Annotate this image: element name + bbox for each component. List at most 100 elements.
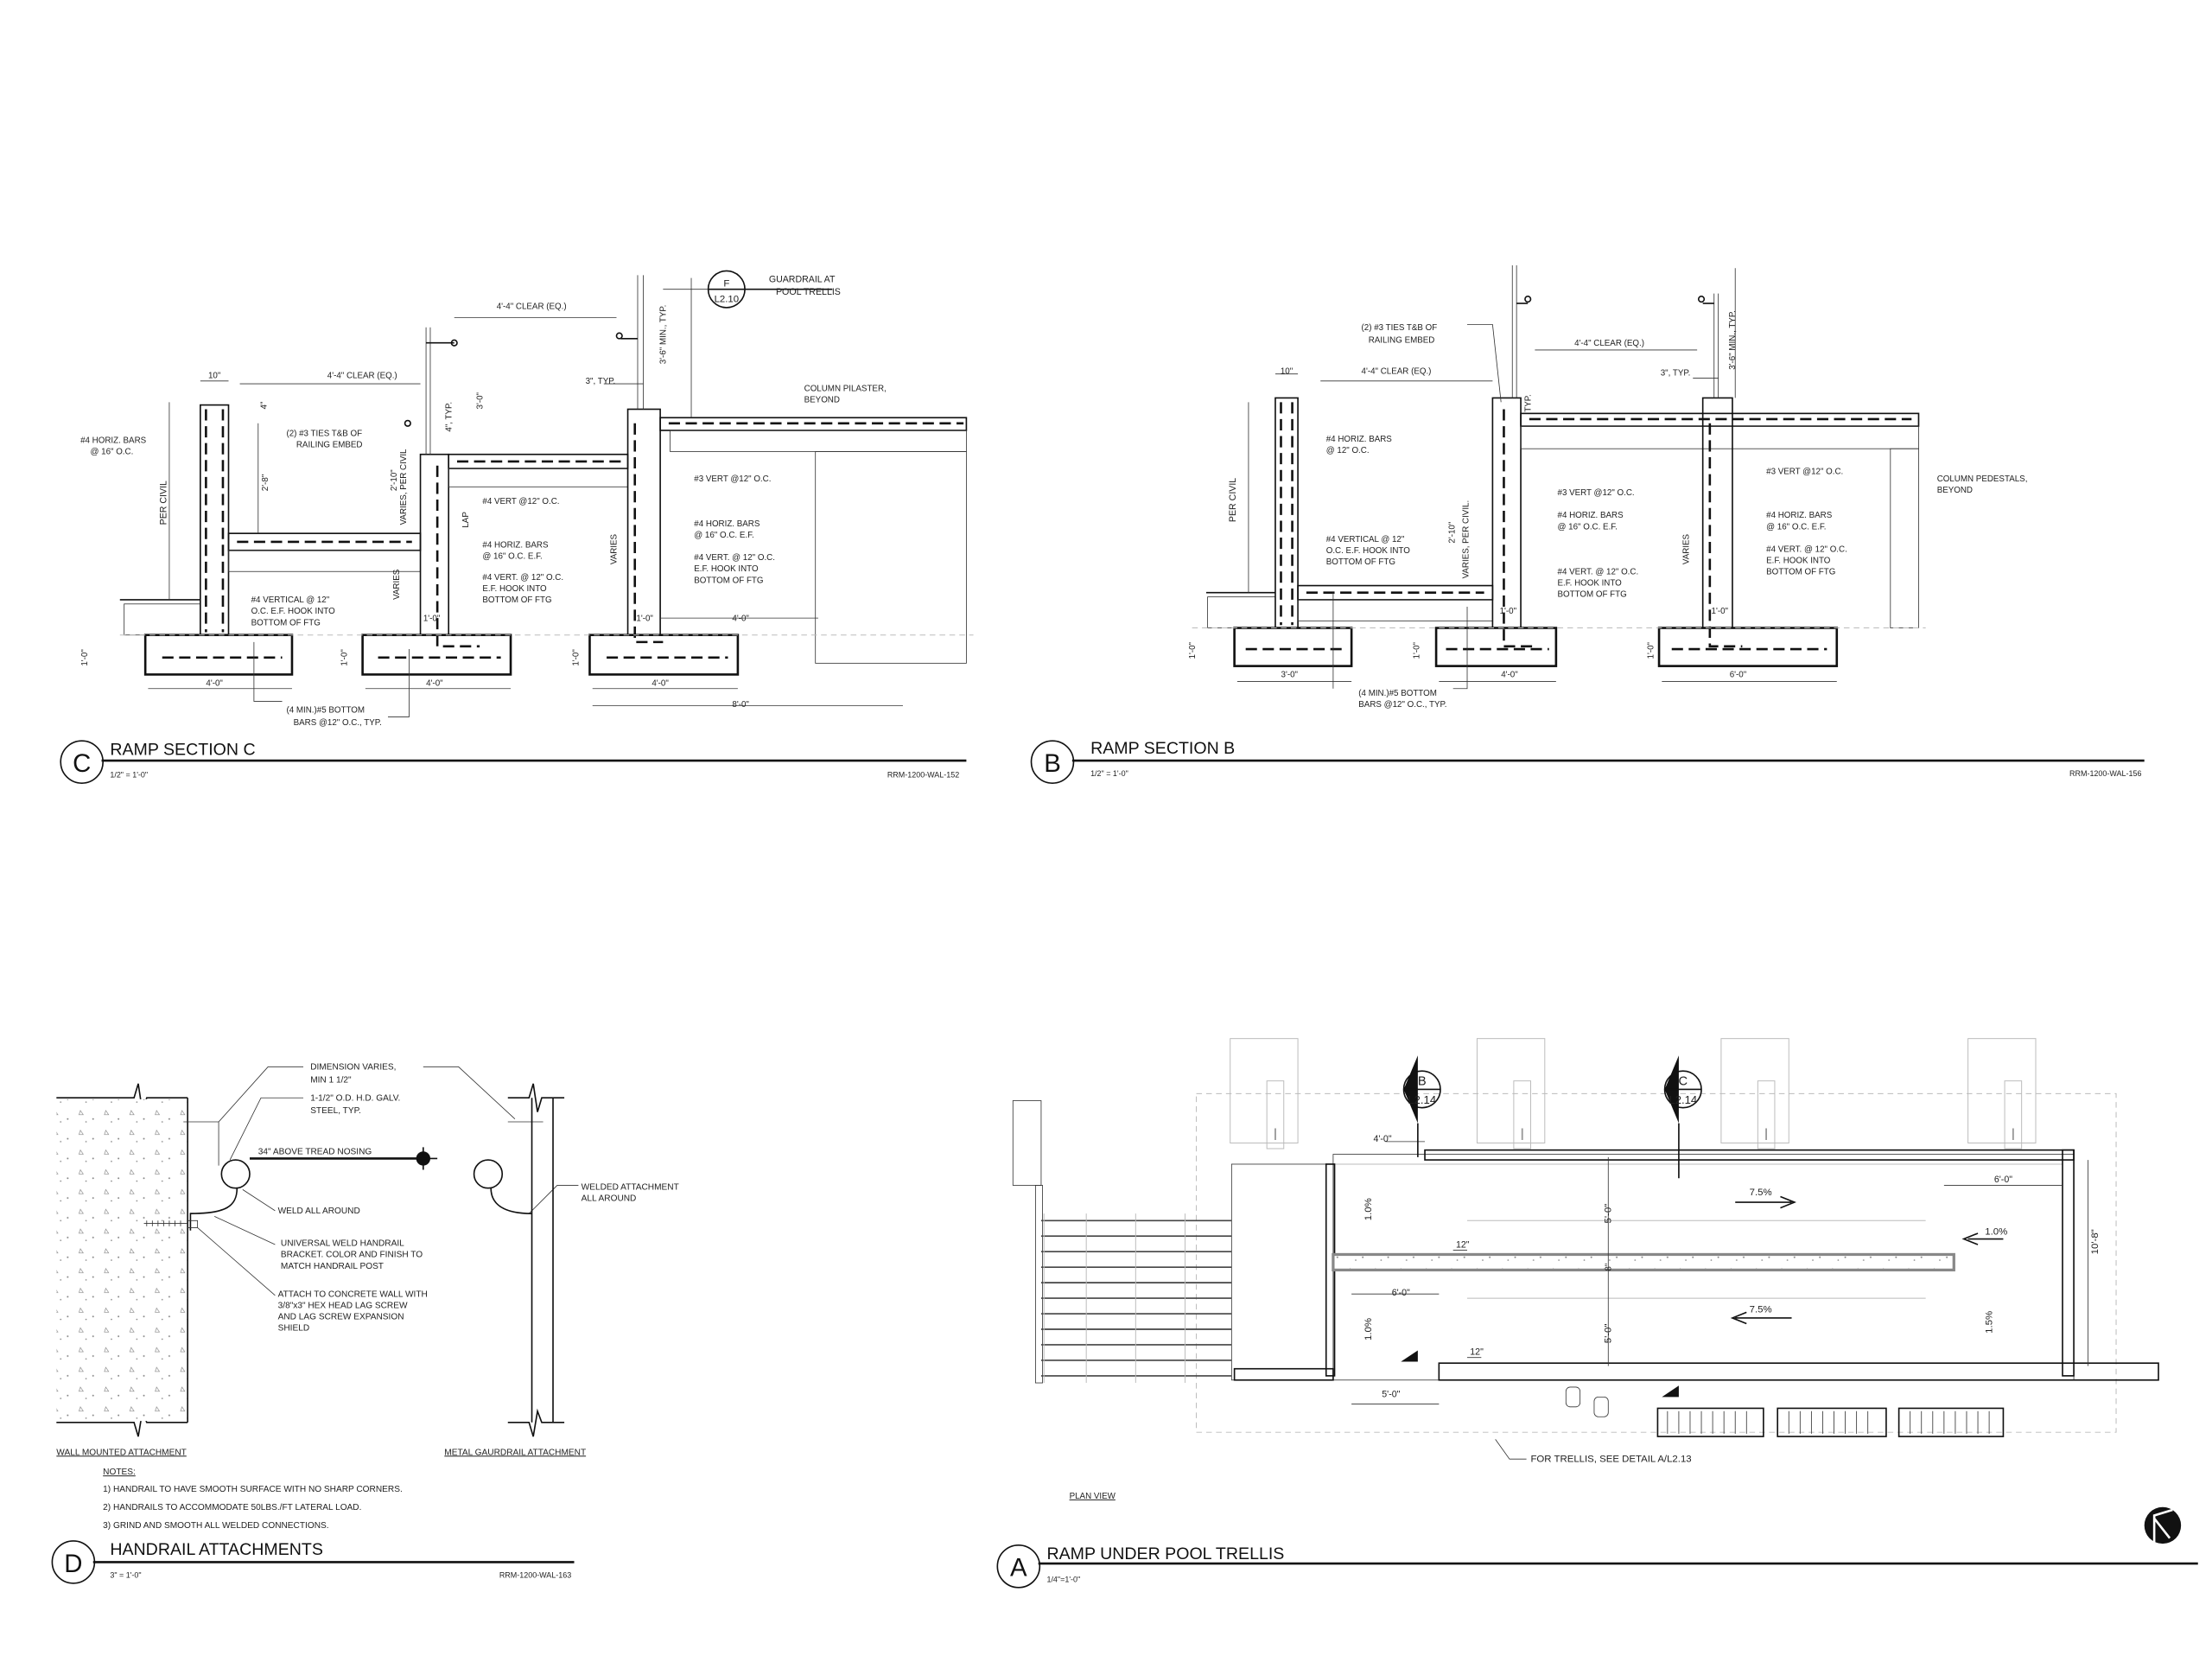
section-b-drawing	[1192, 264, 1926, 690]
section-c-labels-ties-1-label: (2) #3 TIES T&B OF	[286, 430, 362, 439]
section-c-labels-clear-high-label: 4'-4" CLEAR (EQ.)	[497, 302, 567, 312]
section-b-labels-mid-vert-3-label: BOTTOM OF FTG	[1558, 590, 1627, 600]
section-c-labels-varies-right-label: VARIES	[609, 533, 619, 564]
section-b-labels-mid-vert-1-label: #4 VERT. @ 12" O.C.	[1558, 568, 1639, 577]
section-c-labels-r-vert3-label: #3 VERT @12" O.C.	[694, 474, 771, 484]
section-c-labels-r-horiz-1-label: #4 HORIZ. BARS	[694, 519, 760, 529]
section-c-labels-dim-2-8-label: 2'-8"	[261, 474, 270, 491]
section-d-notes-title-label: NOTES:	[103, 1468, 136, 1477]
section-b-labels-mid-vert3-label: #3 VERT @12" O.C.	[1558, 488, 1635, 498]
section-b-labels-min-3-6-label: 3'-6" MIN., TYP.	[1728, 310, 1738, 370]
section-a-labels-slope-1-0-left-top-label: 1.0%	[1363, 1198, 1374, 1220]
section-b-labels-mid-1-0-label: 1'-0"	[1500, 607, 1517, 616]
section-b-labels-ftg-w-3-label: 6'-0"	[1730, 671, 1747, 680]
section-c-labels-r-vert-2-label: E.F. HOOK INTO	[694, 564, 759, 574]
section-b-labels-typ-3-label: 3", TYP.	[1661, 368, 1691, 378]
section-d-labels-weld-all-label: WELD ALL AROUND	[278, 1207, 360, 1216]
section-c-labels-dim-4-typ-label: 4", TYP.	[444, 402, 454, 432]
section-b-labels-per-civil-label: PER CIVIL	[1228, 478, 1238, 522]
section-d-labels-above-nosing-label: 34" ABOVE TREAD NOSING	[258, 1148, 372, 1157]
section-c-labels-ftg-w-1-label: 4'-0"	[206, 678, 223, 688]
section-b-marker: B	[1044, 749, 1061, 778]
section-d-scale: 3" = 1'-0"	[110, 1570, 141, 1579]
section-c-code: RRM-1200-WAL-152	[887, 771, 959, 780]
section-c-labels-left-vert-2-label: O.C. E.F. HOOK INTO	[251, 607, 335, 616]
section-a-scale: 1/4"=1'-0"	[1046, 1575, 1080, 1583]
section-a-labels-dim-5-0-bot-label: 5'-0"	[1604, 1324, 1614, 1344]
section-c-labels-mid-horiz-2-label: @ 16" O.C. E.F.	[482, 552, 542, 562]
section-d-labels-od-2-label: STEEL, TYP.	[310, 1106, 361, 1116]
section-a-plan-view-label: PLAN VIEW	[1070, 1492, 1116, 1501]
section-b-labels-varies-right-label: VARIES	[1681, 533, 1691, 564]
section-b-labels-r-vert-1-label: #4 VERT. @ 12" O.C.	[1766, 544, 1847, 554]
section-b-labels-left-vert-3-label: BOTTOM OF FTG	[1326, 557, 1395, 567]
section-c-labels-ftg-h-1-label: 1'-0"	[80, 649, 90, 666]
section-c-labels-guardrail-2-label: POOL TRELLIS	[776, 287, 841, 297]
section-c-labels-mid-1-0-label: 1'-0"	[423, 614, 441, 623]
section-a-labels-slope-bottom-label: 7.5%	[1750, 1304, 1772, 1315]
section-a-labels-dim-5-0-left-label: 5'-0"	[1382, 1389, 1400, 1399]
section-c-labels-dim-3-0-label: 3'-0"	[475, 392, 485, 409]
section-c-labels-mid-vert2-3-label: BOTTOM OF FTG	[482, 595, 551, 605]
section-c-labels-r-vert-3-label: BOTTOM OF FTG	[694, 576, 763, 585]
section-b-labels-horiz-2-label: @ 12" O.C.	[1326, 446, 1370, 455]
section-d-labels-wall-mounted-label: WALL MOUNTED ATTACHMENT	[56, 1448, 187, 1457]
section-d-labels-bracket-1-label: UNIVERSAL WELD HANDRAIL	[281, 1239, 404, 1249]
section-c-labels-min-3-6-label: 3'-6" MIN., TYP.	[659, 305, 669, 365]
section-b-scale: 1/2" = 1'-0"	[1090, 769, 1128, 778]
section-c-labels-dim-4-label: 4"	[260, 401, 270, 409]
section-b-labels-mid-horiz-1-label: #4 HORIZ. BARS	[1558, 511, 1624, 520]
trellis-post-mark: I	[1520, 1125, 1524, 1144]
section-a-labels-dim-8-label: 8"	[1605, 1263, 1614, 1270]
section-a-labels-dim-6-0-top-label: 6'-0"	[1994, 1175, 2012, 1185]
section-c-labels-mid-vert2-2-label: E.F. HOOK INTO	[482, 584, 547, 594]
section-c-scale: 1/2" = 1'-0"	[110, 771, 148, 780]
section-d-labels-dim-varies-1-label: DIMENSION VARIES,	[310, 1063, 396, 1073]
section-b-labels-r-vert-3-label: BOTTOM OF FTG	[1766, 568, 1835, 577]
title-block-c: C RAMP SECTION C 1/2" = 1'-0" RRM-1200-W…	[60, 740, 967, 784]
section-b-labels-left-vert-1-label: #4 VERTICAL @ 12"	[1326, 535, 1405, 544]
section-d-labels-attach-4-label: SHIELD	[278, 1324, 310, 1334]
section-a-cut-c-letter-label: C	[1679, 1075, 1688, 1089]
section-c-labels-ftg-w-3-label: 4'-0"	[652, 678, 669, 688]
section-b-labels-left-vert-2-label: O.C. E.F. HOOK INTO	[1326, 546, 1410, 556]
title-block-a: A RAMP UNDER POOL TRELLIS 1/4"=1'-0"	[996, 1544, 2198, 1589]
section-a-marker: A	[1010, 1554, 1027, 1582]
section-b-labels-mid-horiz-2-label: @ 16" O.C. E.F.	[1558, 522, 1618, 532]
section-a-labels-dim-6-0-left-label: 6'-0"	[1392, 1288, 1410, 1298]
section-d-notes-2-label: 3) GRIND AND SMOOTH ALL WELDED CONNECTIO…	[103, 1521, 328, 1531]
section-b-labels-r-vert-2-label: E.F. HOOK INTO	[1766, 556, 1831, 565]
section-c-labels-bottom-1-label: (4 MIN.)#5 BOTTOM	[286, 706, 365, 716]
section-b-labels-clear-high-label: 4'-4" CLEAR (EQ.)	[1574, 339, 1644, 348]
section-c-labels-r-vert-1-label: #4 VERT. @ 12" O.C.	[694, 553, 775, 563]
trellis-post-mark: I	[1273, 1125, 1277, 1144]
section-c-labels-left-vert-3-label: BOTTOM OF FTG	[251, 618, 321, 627]
section-c-labels-right-4-0-top-label: 4'-0"	[732, 614, 749, 623]
title-block-d: D HANDRAIL ATTACHMENTS 3" = 1'-0" RRM-12…	[51, 1540, 575, 1584]
section-c-labels-pilaster-1-label: COLUMN PILASTER,	[804, 384, 887, 393]
section-c-labels-pilaster-2-label: BEYOND	[804, 395, 840, 404]
section-a-labels-slope-top-label: 7.5%	[1750, 1188, 1772, 1198]
section-c-labels-left-vert-1-label: #4 VERTICAL @ 12"	[251, 595, 330, 605]
section-a-labels-slope-1-0-left-bot-label: 1.0%	[1363, 1318, 1374, 1340]
section-c-labels-right-1-0-label: 1'-0"	[636, 614, 653, 623]
section-d-labels-welded-1-label: WELDED ATTACHMENT	[582, 1182, 679, 1192]
section-c-title: RAMP SECTION C	[110, 740, 255, 759]
title-block-b: B RAMP SECTION B 1/2" = 1'-0" RRM-1200-W…	[1030, 739, 2145, 784]
section-c-labels-mid-vert2-1-label: #4 VERT. @ 12" O.C.	[482, 573, 563, 583]
trellis-post-mark: I	[2011, 1125, 2015, 1144]
section-c-labels-lap-label: LAP	[461, 512, 471, 528]
section-c-marker: C	[73, 749, 91, 778]
section-c-labels-ftg-h-3-label: 1'-0"	[571, 649, 581, 666]
section-d-labels-od-1-label: 1-1/2" O.D. H.D. GALV.	[310, 1094, 400, 1104]
section-a-labels-dim-5-0-top-label: 5'-0"	[1604, 1204, 1614, 1224]
section-b-labels-dim-2-10-label: 2'-10"	[1447, 521, 1457, 543]
section-a-labels-dim-4-0-label: 4'-0"	[1373, 1134, 1391, 1144]
section-b-labels-varies-civil-label: VARIES, PER CIVIL.	[1462, 500, 1471, 579]
section-d-labels-attach-1-label: ATTACH TO CONCRETE WALL WITH	[278, 1289, 428, 1299]
section-c-labels-bottom-2-label: BARS @12" O.C., TYP.	[294, 718, 382, 728]
section-b-labels-mid-vert-2-label: E.F. HOOK INTO	[1558, 579, 1623, 589]
section-c-drawing	[119, 270, 974, 717]
section-a-drawing	[1012, 1038, 2182, 1544]
